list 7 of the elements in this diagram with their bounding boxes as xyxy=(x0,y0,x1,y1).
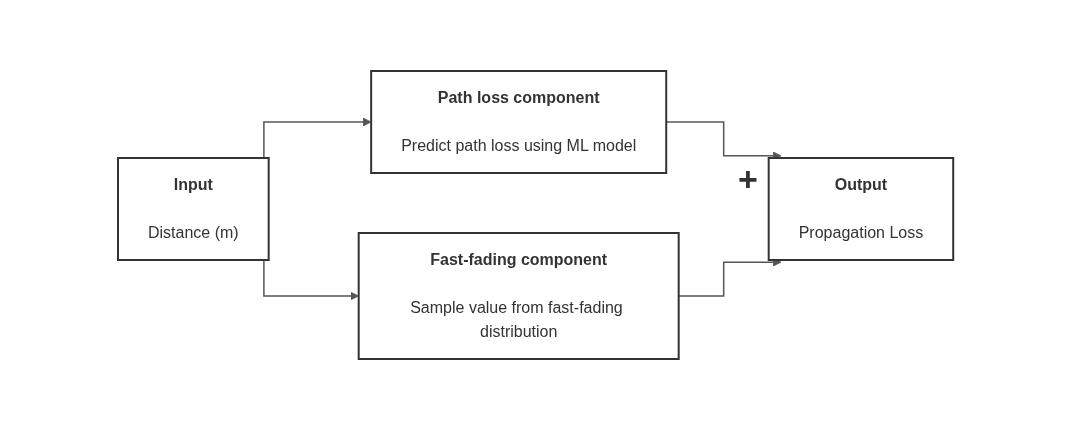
node-box: Path loss component Predict path loss using ML model xyxy=(370,69,668,174)
arrow xyxy=(263,258,359,300)
node-box: Fast-fading component Sample value from fast-fading distribution xyxy=(357,231,680,360)
arrow xyxy=(263,117,372,159)
node-box: Output Propagation Loss xyxy=(767,156,955,261)
plus-sign: + xyxy=(738,160,758,199)
node-box: Input Distance (m) xyxy=(116,156,270,261)
